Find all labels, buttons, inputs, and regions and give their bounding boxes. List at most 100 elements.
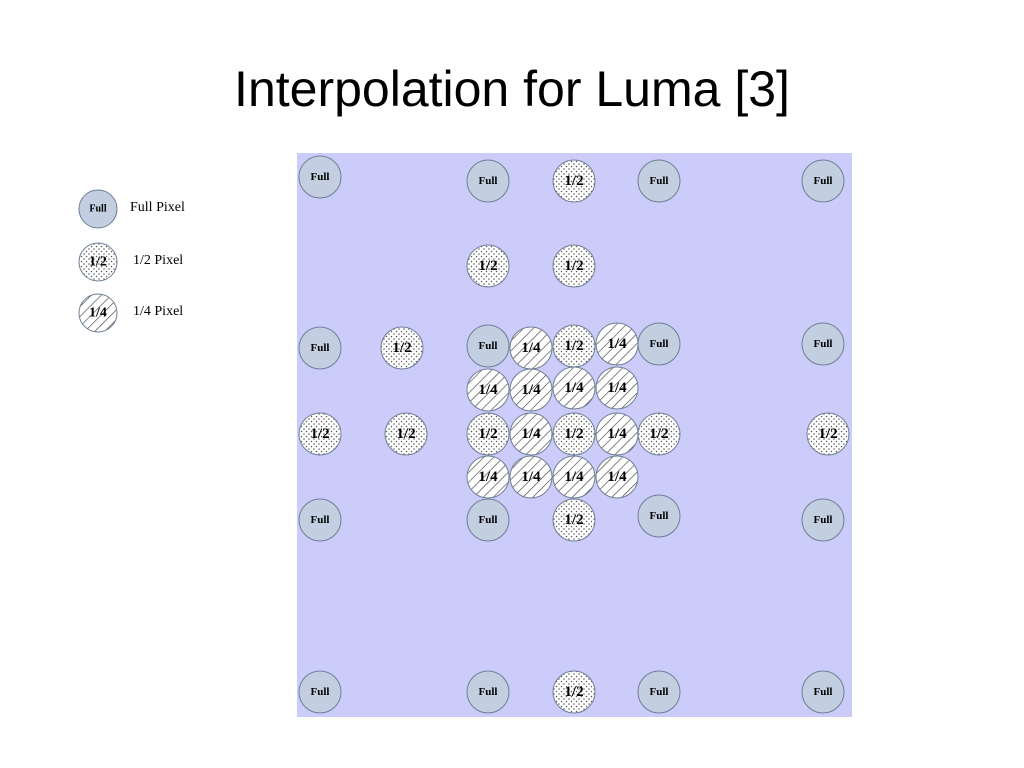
full-pixel-label: Full [814, 514, 833, 526]
half-pixel-label: 1/2 [564, 512, 583, 528]
half-pixel-circle [552, 159, 596, 203]
half-pixel-label: 1/2 [564, 338, 583, 354]
quarter-pixel: 1/4 [509, 455, 553, 499]
half-pixel-circle [466, 412, 510, 456]
quarter-pixel-label: 1/4 [564, 469, 584, 485]
full-pixel-label: Full [311, 342, 330, 354]
full-pixel: Full [466, 159, 510, 203]
half-pixel: 1/2 [384, 412, 428, 456]
half-pixel-label: 1/2 [310, 426, 329, 442]
full-pixel-label: Full [814, 175, 833, 187]
half-pixel: 1/2 [552, 412, 596, 456]
quarter-pixel: 1/4 [466, 368, 510, 412]
half-pixel: 1/2 [552, 324, 596, 368]
quarter-pixel: 1/4 [509, 368, 553, 412]
full-pixel-label: Full [311, 514, 330, 526]
half-pixel-circle [552, 498, 596, 542]
full-pixel-circle [637, 159, 681, 203]
quarter-pixel-circle [509, 412, 553, 456]
full-pixel-label: Full [311, 686, 330, 698]
full-pixel-label: Full [479, 340, 498, 352]
full-pixel-label: Full [814, 686, 833, 698]
slide-title: Interpolation for Luma [3] [234, 61, 790, 117]
half-pixel-label: 1/2 [478, 426, 497, 442]
quarter-pixel: 1/4 [595, 412, 639, 456]
quarter-pixel-circle [552, 366, 596, 410]
half-pixel-label: 1/2 [564, 426, 583, 442]
full-pixel: Full [801, 159, 845, 203]
half-pixel: 1/2 [552, 159, 596, 203]
half-pixel: 1/2 [466, 412, 510, 456]
quarter-pixel-circle [78, 293, 118, 333]
full-pixel: Full [298, 155, 342, 199]
full-pixel-label: Full [814, 338, 833, 350]
quarter-pixel: 1/4 [595, 366, 639, 410]
quarter-pixel-circle [466, 368, 510, 412]
half-pixel-label: 1/2 [818, 426, 837, 442]
full-pixel-circle [637, 494, 681, 538]
full-pixel: Full [298, 498, 342, 542]
half-pixel-circle [78, 242, 118, 282]
quarter-pixel-label: 1/4 [607, 336, 627, 352]
quarter-pixel-label: 1/4 [478, 469, 498, 485]
quarter-pixel: 1/4 [552, 455, 596, 499]
half-pixel: 1/2 [380, 326, 424, 370]
legend-half-symbol: 1/2 [78, 242, 118, 282]
full-pixel-circle [801, 159, 845, 203]
quarter-pixel: 1/4 [509, 326, 553, 370]
full-pixel-label: Full [479, 514, 498, 526]
legend-full-symbol: Full [78, 189, 118, 229]
quarter-pixel-label: 1/4 [521, 469, 541, 485]
full-pixel: Full [466, 670, 510, 714]
half-pixel-circle [380, 326, 424, 370]
half-pixel: 1/2 [298, 412, 342, 456]
half-pixel: 1/2 [637, 412, 681, 456]
full-pixel-label: Full [650, 338, 669, 350]
quarter-pixel: 1/4 [509, 412, 553, 456]
full-pixel: Full [637, 159, 681, 203]
half-pixel: 1/2 [466, 244, 510, 288]
half-pixel-label: 1/2 [564, 173, 583, 189]
full-pixel-label: Full [479, 686, 498, 698]
half-pixel: 1/2 [552, 244, 596, 288]
full-pixel-label: Full [650, 175, 669, 187]
full-pixel: Full [637, 494, 681, 538]
full-pixel-circle [801, 498, 845, 542]
quarter-pixel: 1/4 [552, 366, 596, 410]
legend-label-half: 1/2 Pixel [133, 253, 184, 268]
full-pixel-circle [298, 326, 342, 370]
half-pixel-label: 1/2 [396, 426, 415, 442]
quarter-pixel-label: 1/4 [89, 306, 107, 321]
quarter-pixel-label: 1/4 [564, 380, 584, 396]
full-pixel-circle [801, 322, 845, 366]
full-pixel: Full [801, 498, 845, 542]
full-pixel-circle [466, 159, 510, 203]
quarter-pixel-label: 1/4 [521, 340, 541, 356]
quarter-pixel-circle [509, 368, 553, 412]
half-pixel-label: 1/2 [649, 426, 668, 442]
quarter-pixel-label: 1/4 [521, 382, 541, 398]
half-pixel-circle [384, 412, 428, 456]
full-pixel: Full [466, 498, 510, 542]
half-pixel-label: 1/2 [478, 258, 497, 274]
quarter-pixel-circle [552, 455, 596, 499]
quarter-pixel-label: 1/4 [607, 469, 627, 485]
half-pixel: 1/2 [806, 412, 850, 456]
full-pixel-circle [637, 670, 681, 714]
half-pixel-label: 1/2 [89, 255, 107, 270]
half-pixel-circle [552, 244, 596, 288]
full-pixel-circle [298, 670, 342, 714]
half-pixel-circle [637, 412, 681, 456]
quarter-pixel-label: 1/4 [607, 426, 627, 442]
full-pixel: Full [637, 670, 681, 714]
legend-quarter-symbol: 1/4 [78, 293, 118, 333]
quarter-pixel-circle [509, 455, 553, 499]
half-pixel-circle [466, 244, 510, 288]
full-pixel-label: Full [89, 204, 106, 215]
quarter-pixel: 1/4 [595, 455, 639, 499]
full-pixel-circle [637, 322, 681, 366]
full-pixel-label: Full [311, 171, 330, 183]
quarter-pixel-label: 1/4 [521, 426, 541, 442]
legend-label-full: Full Pixel [130, 200, 185, 215]
half-pixel: 1/2 [552, 498, 596, 542]
